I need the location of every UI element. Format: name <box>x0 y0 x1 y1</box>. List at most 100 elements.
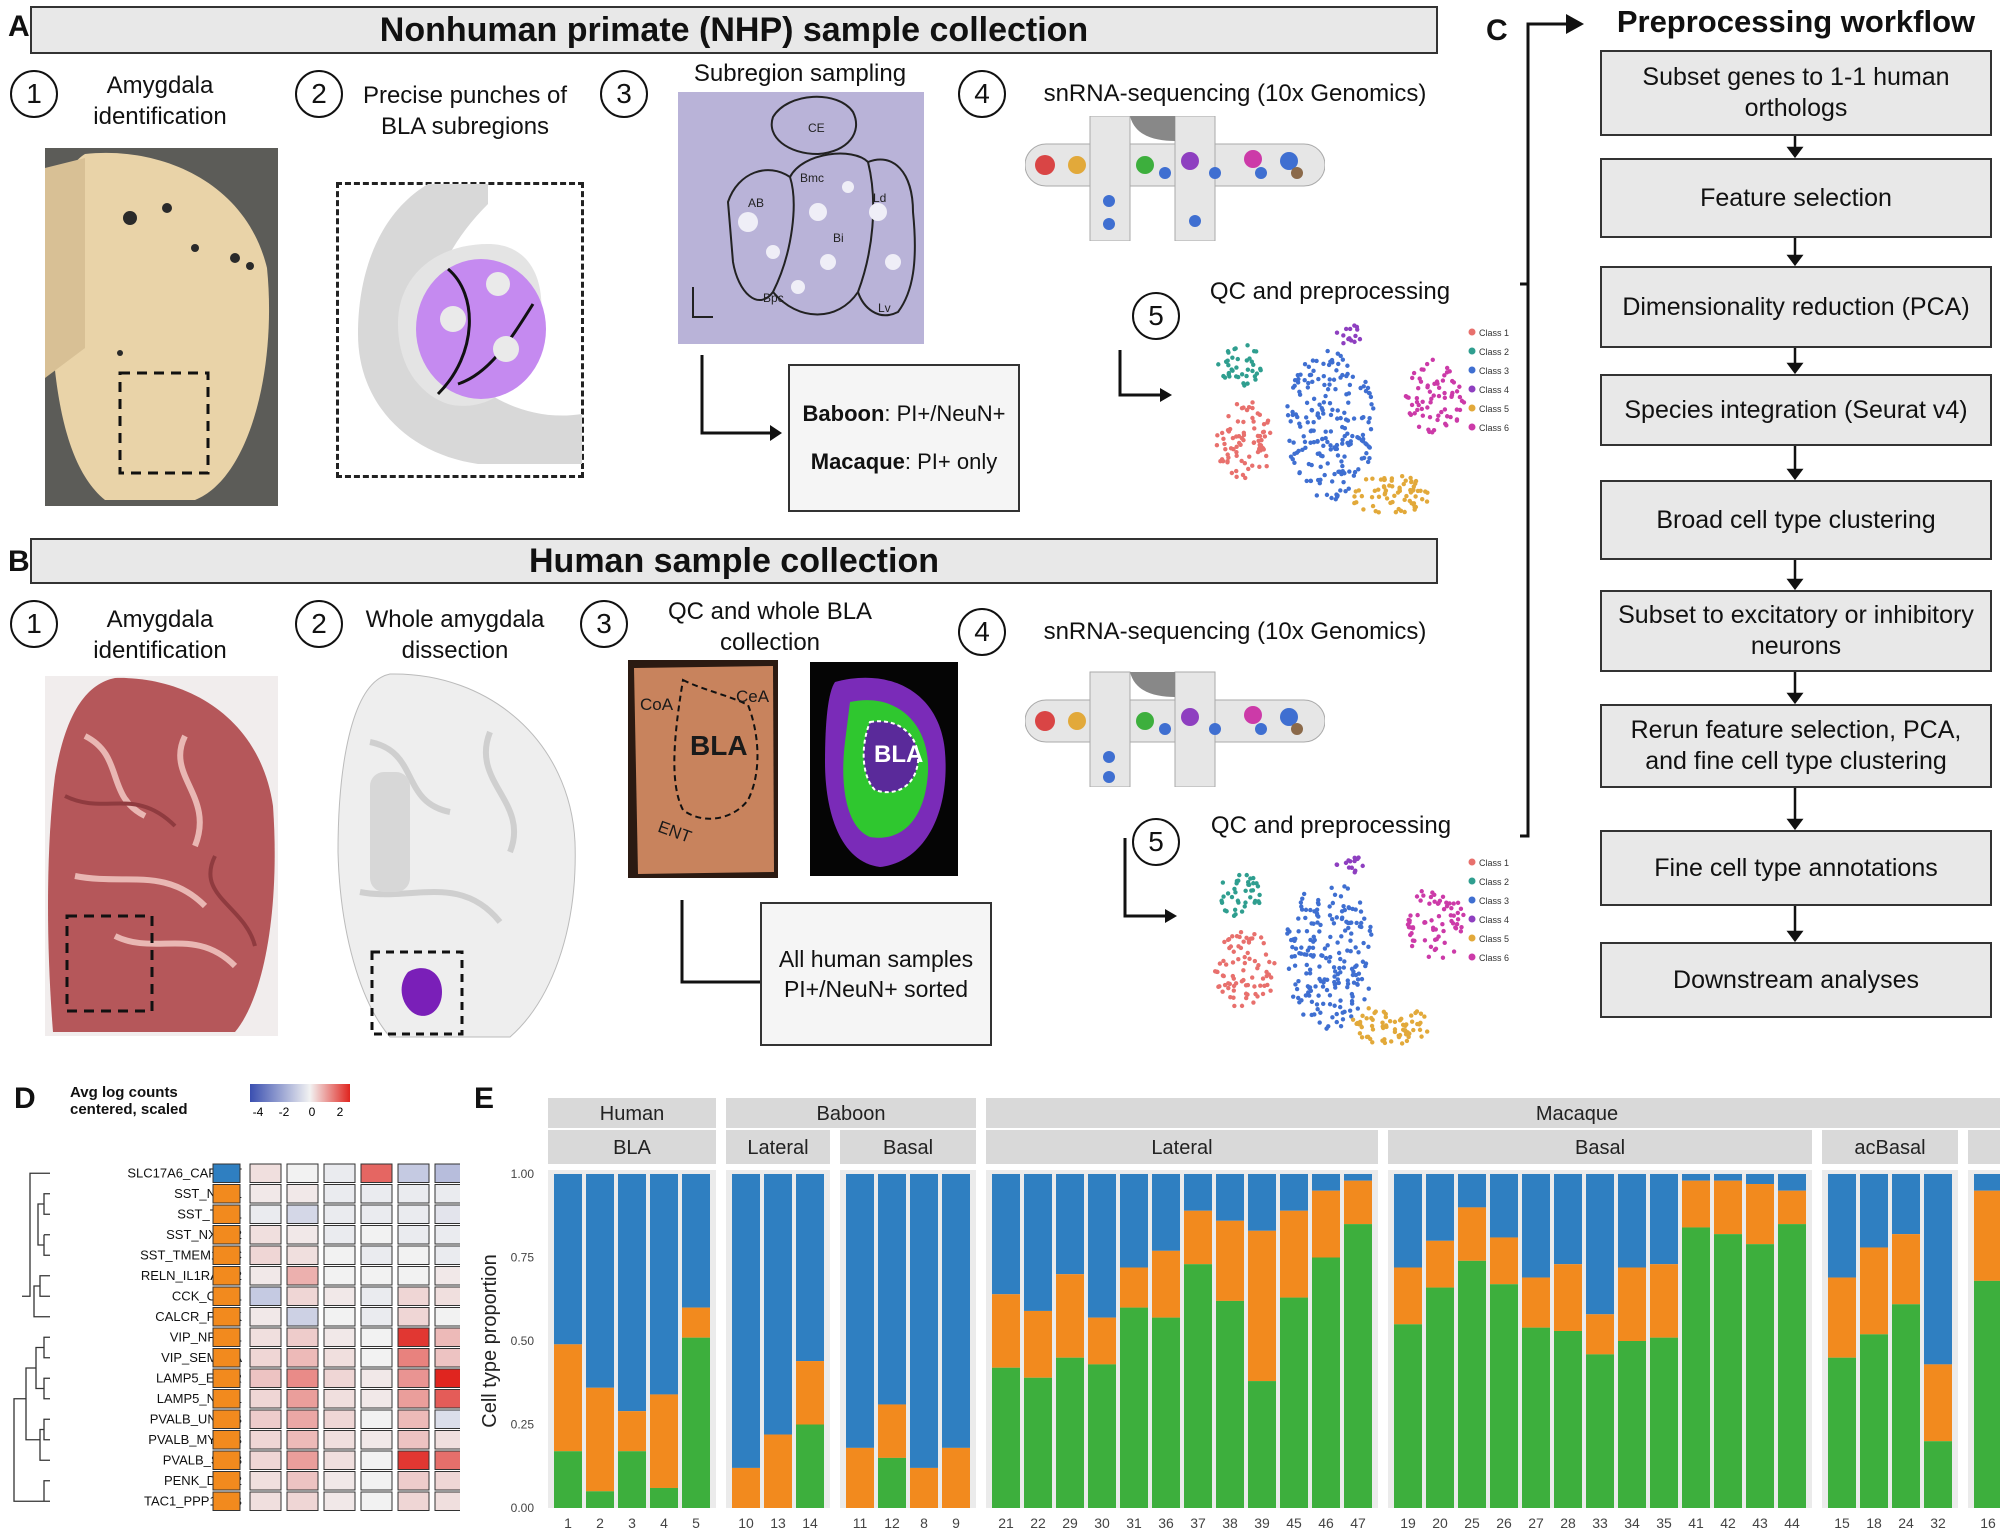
heatmap-cell <box>323 1430 356 1450</box>
species-strip <box>986 1098 2000 1128</box>
bar-segment-green <box>1746 1244 1774 1508</box>
bar-segment-orange <box>618 1411 646 1452</box>
umap-point <box>1328 447 1333 452</box>
umap-point <box>1327 377 1332 382</box>
bar-segment-blue <box>732 1174 760 1468</box>
x-tick-label: 2 <box>596 1515 604 1531</box>
umap-point <box>1427 429 1432 435</box>
umap-point <box>1304 962 1309 968</box>
umap-point <box>1444 414 1450 419</box>
umap-point <box>1239 1003 1245 1009</box>
umap-point <box>1411 370 1417 376</box>
umap-point <box>1352 494 1357 499</box>
umap-point <box>1403 1032 1409 1037</box>
region-label-bla-stain: BLA <box>690 730 748 761</box>
step-b5-circle: 5 <box>1132 818 1180 866</box>
umap-point <box>1214 442 1220 448</box>
umap-point <box>1250 975 1255 980</box>
bar-segment-green <box>1426 1287 1454 1508</box>
umap-point <box>1230 973 1236 979</box>
umap-point <box>1220 989 1225 994</box>
heatmap-cell <box>397 1471 430 1491</box>
umap-point <box>1316 376 1321 382</box>
bar-segment-green <box>1056 1357 1084 1508</box>
umap-point <box>1347 326 1353 332</box>
umap-point <box>1216 362 1221 367</box>
umap-point <box>1260 446 1266 451</box>
bar-segment-orange <box>1394 1267 1422 1325</box>
umap-point <box>1308 478 1314 484</box>
umap-point <box>1315 439 1320 444</box>
umap-point <box>1296 978 1301 984</box>
umap-point <box>1246 466 1251 472</box>
umap-point <box>1320 984 1326 989</box>
heatmap-cell <box>397 1307 430 1327</box>
umap-point <box>1321 1001 1326 1007</box>
umap-point <box>1314 1002 1320 1007</box>
umap-point <box>1415 912 1420 918</box>
umap-points <box>1212 855 1466 1046</box>
umap-point <box>1417 1027 1423 1033</box>
umap-point <box>1226 413 1231 419</box>
umap-point <box>1315 1006 1320 1012</box>
umap-point <box>1234 434 1239 439</box>
umap-legend-swatch <box>1468 404 1476 412</box>
umap-point <box>1335 940 1340 945</box>
umap-point <box>1342 928 1348 933</box>
heatmap-cell <box>397 1286 430 1306</box>
umap-point <box>1229 367 1234 372</box>
umap-point <box>1397 1018 1403 1023</box>
umap-point <box>1217 961 1223 966</box>
umap-point <box>1330 900 1336 906</box>
heatmap-cell <box>360 1204 393 1224</box>
umap-point <box>1257 464 1262 470</box>
bar-segment-orange <box>1650 1264 1678 1338</box>
species-strip <box>726 1098 976 1128</box>
umap-point <box>1410 375 1415 381</box>
heatmap-cell <box>434 1368 460 1388</box>
umap-point <box>1345 418 1351 423</box>
umap-point <box>1382 492 1387 497</box>
umap-point <box>1301 434 1306 439</box>
heatmap-cell <box>434 1348 460 1368</box>
umap-point <box>1418 1011 1424 1016</box>
heatmap-cell <box>360 1389 393 1409</box>
umap-point <box>1249 359 1255 364</box>
umap-point <box>1417 1022 1422 1027</box>
panel-a-title: Nonhuman primate (NHP) sample collection <box>30 6 1438 54</box>
species-strip <box>548 1098 716 1128</box>
umap-point <box>1367 445 1372 450</box>
heatmap-cell <box>286 1409 319 1429</box>
umap-point <box>1308 372 1314 378</box>
umap-point <box>1368 427 1374 432</box>
umap-point <box>1310 379 1315 385</box>
umap-point <box>1321 373 1327 379</box>
region-strip <box>726 1130 830 1164</box>
umap-point <box>1242 960 1248 966</box>
heatmap-cell <box>397 1348 430 1368</box>
heatmap-cell <box>360 1491 393 1511</box>
umap-point <box>1288 454 1294 459</box>
umap-point <box>1244 407 1250 413</box>
umap-legend-swatch <box>1468 877 1476 885</box>
umap-point <box>1306 380 1311 386</box>
umap-point <box>1215 433 1220 438</box>
umap-point <box>1245 950 1250 956</box>
umap-point <box>1233 890 1238 895</box>
region-label-bi: Bi <box>833 231 844 245</box>
heatmap-class-cell <box>212 1471 241 1491</box>
umap-point <box>1231 913 1237 919</box>
umap-point <box>1361 415 1366 420</box>
umap-point <box>1220 880 1226 885</box>
heatmap-cell <box>360 1286 393 1306</box>
heatmap-cell <box>397 1430 430 1450</box>
umap-point <box>1225 891 1231 896</box>
region-label-ce: CE <box>808 121 825 135</box>
umap-point <box>1332 1003 1337 1008</box>
umap-point <box>1402 497 1407 503</box>
umap-point <box>1349 1014 1354 1019</box>
heatmap-cell <box>323 1368 356 1388</box>
umap-point <box>1225 349 1231 354</box>
human-microfluidics-diagram <box>1025 671 1325 787</box>
umap-point <box>1419 1034 1424 1039</box>
